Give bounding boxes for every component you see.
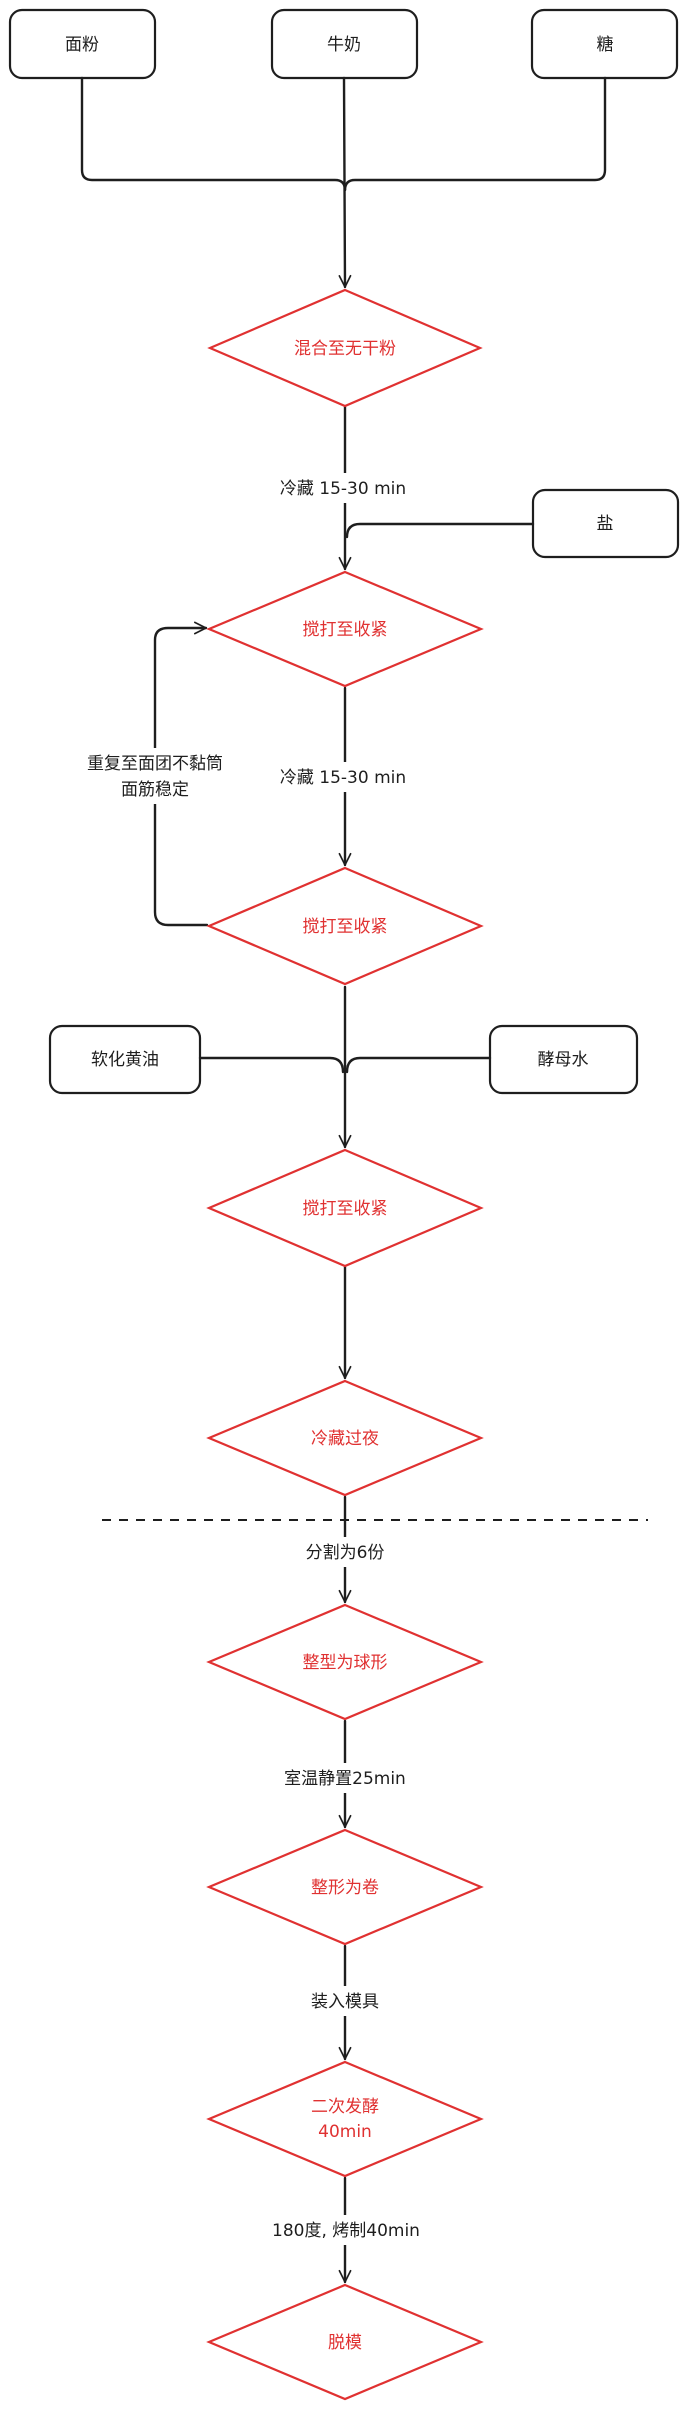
edge-label-loop-line2: 面筋稳定 (121, 780, 189, 800)
edge-salt-to-knead1 (345, 522, 535, 539)
input-label-yeast-water: 酵母水 (538, 1050, 589, 1070)
edge-flour-to-merge (80, 76, 347, 192)
edge-labels: 冷藏 15-30 min 冷藏 15-30 min 重复至面团不黏筒 面筋稳定 … (70, 473, 427, 2245)
input-box-butter[interactable]: 软化黄油 (48, 1024, 202, 1095)
step-demold-label: 脱模 (328, 2333, 362, 2353)
step-shape-ball[interactable]: 整型为球形 (206, 1603, 484, 1721)
edge-label-chill-2: 冷藏 15-30 min (280, 768, 406, 788)
input-box-yeast-water[interactable]: 酵母水 (488, 1024, 639, 1095)
input-label-salt: 盐 (597, 514, 614, 534)
step-knead-1[interactable]: 搅打至收紧 (206, 570, 484, 688)
edge-label-chill-1: 冷藏 15-30 min (280, 479, 406, 499)
input-box-salt[interactable]: 盐 (531, 488, 680, 559)
edge-label-mold: 装入模具 (311, 1992, 379, 2012)
step-demold[interactable]: 脱模 (206, 2283, 484, 2401)
input-box-sugar[interactable]: 糖 (530, 8, 679, 80)
step-knead-3[interactable]: 搅打至收紧 (206, 1148, 484, 1268)
input-label-butter: 软化黄油 (91, 1050, 159, 1070)
edge-sugar-to-merge (343, 76, 607, 192)
edge-label-rest: 室温静置25min (284, 1769, 406, 1789)
step-second-proof-label-1: 二次发酵 (311, 2097, 379, 2117)
step-second-proof-label-2: 40min (318, 2122, 372, 2142)
step-mix[interactable]: 混合至无干粉 (207, 288, 483, 408)
edge-label-bake: 180度, 烤制40min (272, 2221, 420, 2241)
step-knead-2[interactable]: 搅打至收紧 (206, 866, 484, 986)
edge-butter-to-knead3 (198, 1056, 345, 1074)
input-label-flour: 面粉 (65, 35, 99, 55)
input-box-flour[interactable]: 面粉 (8, 8, 157, 80)
edge-merge-to-mix (338, 76, 352, 289)
edge-yeast-to-knead3 (345, 1056, 492, 1074)
input-label-sugar: 糖 (597, 35, 614, 55)
step-shape-roll[interactable]: 整形为卷 (206, 1828, 484, 1946)
step-chill-overnight-label: 冷藏过夜 (311, 1429, 379, 1449)
step-knead-3-label: 搅打至收紧 (303, 1199, 388, 1219)
edge-label-loop-line1: 重复至面团不黏筒 (87, 754, 223, 774)
input-label-milk: 牛奶 (327, 35, 361, 55)
step-knead-2-label: 搅打至收紧 (303, 917, 388, 937)
step-shape-roll-label: 整形为卷 (311, 1878, 379, 1898)
step-second-proof[interactable]: 二次发酵 40min (206, 2060, 484, 2178)
step-mix-label: 混合至无干粉 (294, 339, 396, 359)
edge-label-divide: 分割为6份 (306, 1543, 385, 1563)
input-box-milk[interactable]: 牛奶 (270, 8, 419, 80)
step-knead-1-label: 搅打至收紧 (303, 620, 388, 640)
step-chill-overnight[interactable]: 冷藏过夜 (206, 1379, 484, 1497)
step-shape-ball-label: 整型为球形 (303, 1653, 388, 1673)
